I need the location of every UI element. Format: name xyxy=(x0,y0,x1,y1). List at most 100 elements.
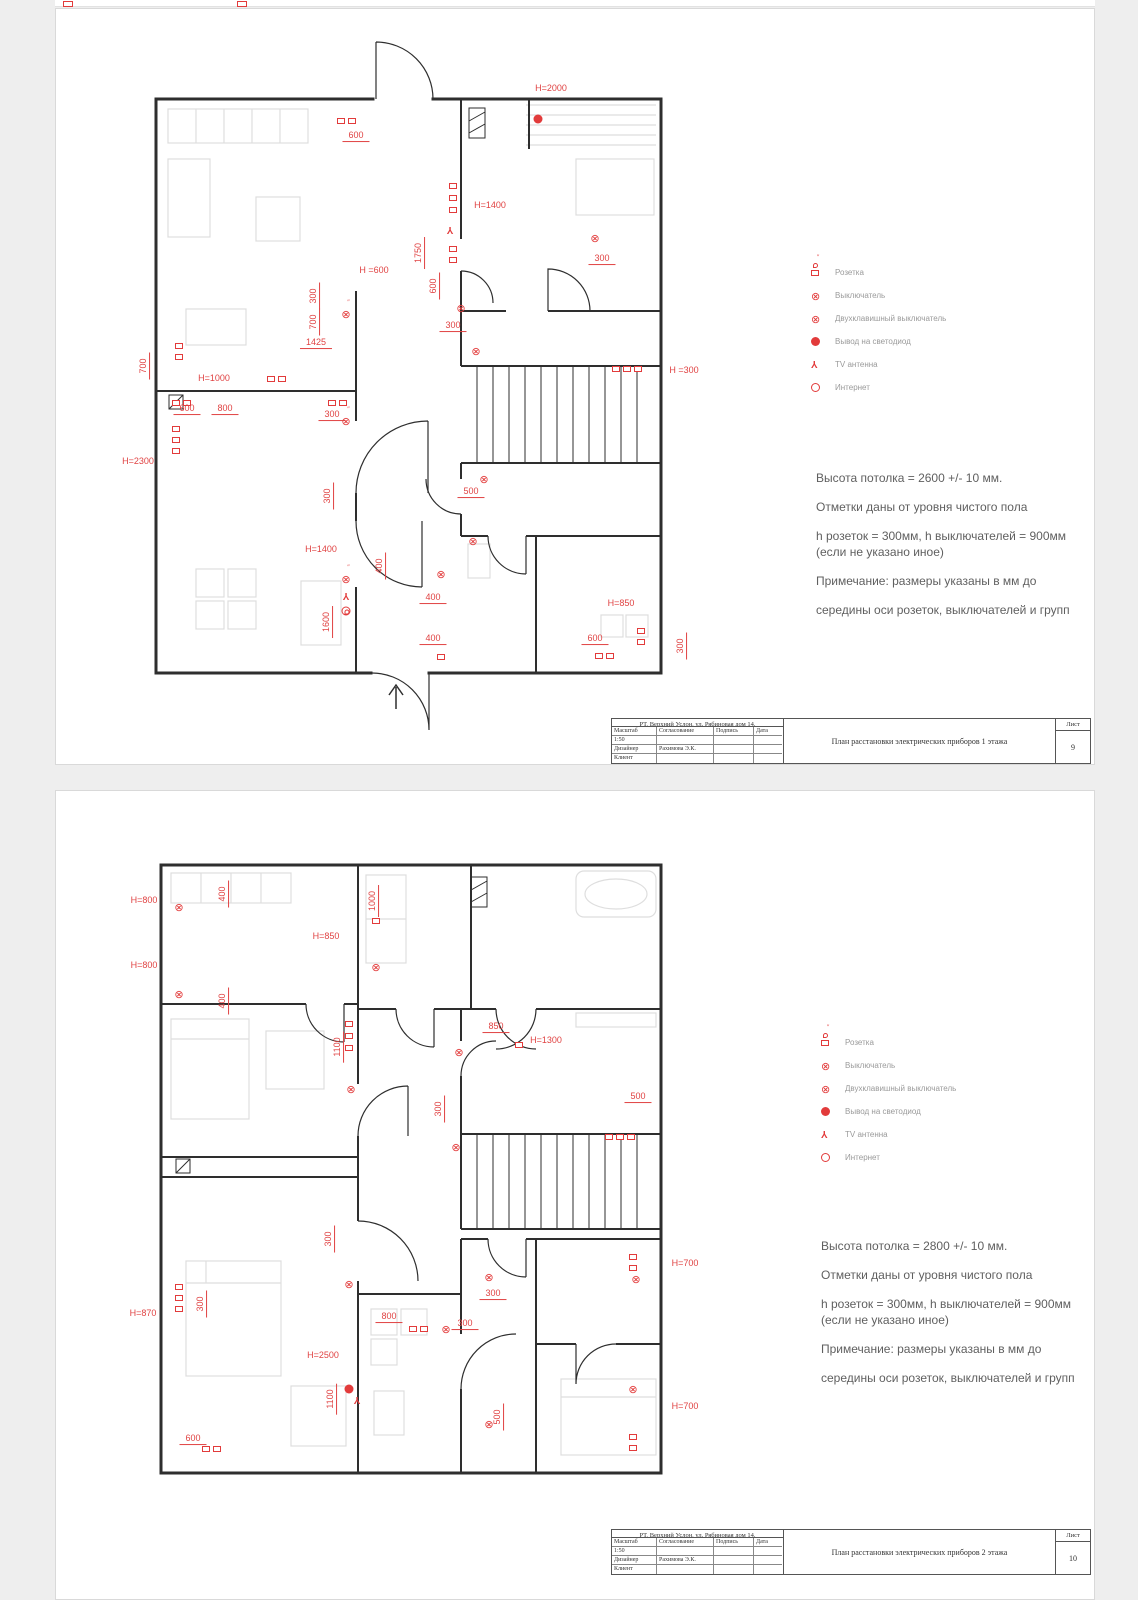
switch-symbol xyxy=(344,1276,353,1292)
date-label: Дата xyxy=(754,1538,782,1547)
dimension-label: 500 xyxy=(492,1409,503,1425)
empty-cell xyxy=(754,754,782,763)
designer-name: Рахимова Э.К. xyxy=(657,1556,714,1565)
legend-item: TV антенна xyxy=(821,1123,956,1146)
note-line: (если не указано иное) xyxy=(816,545,944,559)
dimension-label: 300 xyxy=(195,1296,206,1312)
tv-antenna-symbol xyxy=(343,589,350,605)
approval-label: Согласование xyxy=(657,727,714,736)
empty-cell xyxy=(657,1547,714,1556)
note-line: Отметки даны от уровня чистого пола xyxy=(821,1268,1033,1282)
legend-label: Выключатель xyxy=(845,1061,896,1070)
double-switch-symbol xyxy=(341,565,350,587)
outlet-symbol xyxy=(278,376,286,382)
tv-antenna-icon xyxy=(811,357,818,373)
dimension-label: 400 xyxy=(419,592,447,604)
outlet-symbol xyxy=(449,246,457,252)
dimension-label: H=2500 xyxy=(307,1350,339,1361)
legend-label: Розетка xyxy=(835,268,864,277)
dimension-label: H =600 xyxy=(359,265,389,276)
designer-label: Дизайнер xyxy=(612,1556,657,1565)
approval-label: Согласование xyxy=(657,1538,714,1547)
client-label: Клиент xyxy=(612,1565,657,1574)
outlet-symbol xyxy=(420,1326,428,1332)
dimension-label: H=850 xyxy=(312,931,340,942)
outlet-symbol xyxy=(449,195,457,201)
dimension-label: 700 xyxy=(138,358,149,374)
outlet-symbol xyxy=(637,639,645,645)
legend-item: Вывод на светодиод xyxy=(821,1100,956,1123)
dimension-label: 300 xyxy=(433,1101,444,1117)
empty-cell xyxy=(714,736,754,745)
outlet-symbol xyxy=(213,1446,221,1452)
dimension-label: 700 xyxy=(308,314,319,330)
legend-item: Двухклавишный выключатель xyxy=(821,1077,956,1100)
dimension-label: H=2000 xyxy=(535,83,567,94)
dimension-label: 400 xyxy=(217,993,228,1009)
dimension-label: H=800 xyxy=(130,895,158,906)
outlet-icon xyxy=(811,269,819,276)
outlet-symbol xyxy=(372,918,380,924)
internet-icon xyxy=(821,1153,830,1162)
scale-label: Масштаб xyxy=(612,727,657,736)
switch-symbol xyxy=(628,1381,637,1397)
double-switch-icon xyxy=(811,311,820,327)
empty-cell xyxy=(657,1565,714,1574)
dimension-label: 1750 xyxy=(413,242,424,264)
outlet-symbol xyxy=(175,1306,183,1312)
outlet-symbol xyxy=(345,1021,353,1027)
outlet-symbol xyxy=(627,1134,635,1140)
sheet-col-label: Лист xyxy=(1056,1530,1090,1542)
note-line: середины оси розеток, выключателей и гру… xyxy=(821,1371,1075,1385)
led-output-symbol xyxy=(344,1384,354,1394)
sheet-title: План расстановки электрических приборов … xyxy=(784,1530,1056,1574)
empty-cell xyxy=(754,736,782,745)
outlet-symbol xyxy=(606,653,614,659)
switch-symbol xyxy=(451,1139,460,1155)
legend-label: Выключатель xyxy=(835,291,886,300)
legend-item: TV антенна xyxy=(811,353,946,376)
dimension-label: H=1000 xyxy=(198,373,230,384)
dimension-label: 1425 xyxy=(299,337,333,349)
outlet-symbol xyxy=(629,1254,637,1260)
previous-page-edge xyxy=(55,0,1095,7)
legend-item: Выключатель xyxy=(821,1054,956,1077)
outlet-symbol xyxy=(515,1042,523,1048)
dimension-label: H=1400 xyxy=(305,544,337,555)
legend-label: TV антенна xyxy=(845,1130,888,1139)
note-line: Отметки даны от уровня чистого пола xyxy=(816,500,1028,514)
empty-cell xyxy=(657,754,714,763)
dimension-label: 1000 xyxy=(367,890,378,912)
sheet-title: План расстановки электрических приборов … xyxy=(784,719,1056,763)
scale-label: Масштаб xyxy=(612,1538,657,1547)
dimension-label: H=1400 xyxy=(474,200,506,211)
outlet-symbol xyxy=(202,1446,210,1452)
dimension-label: 300 xyxy=(318,409,346,421)
note-line: Высота потолка = 2800 +/- 10 мм. xyxy=(821,1239,1008,1253)
outlet-icon xyxy=(821,1039,829,1046)
outlet-symbol xyxy=(629,1434,637,1440)
dimension-label: 600 xyxy=(342,130,370,142)
title-block: РТ, Верхний Услон, ул. Рябиновая дом 14.… xyxy=(611,1529,1091,1575)
dimension-label: 800 xyxy=(375,1311,403,1323)
dimension-label: 600 xyxy=(428,278,439,294)
dimension-label: 500 xyxy=(624,1091,652,1103)
page-edge-artifact xyxy=(63,1,73,7)
legend-label: Вывод на светодиод xyxy=(835,337,911,346)
tv-antenna-icon xyxy=(821,1127,828,1143)
outlet-symbol xyxy=(612,366,620,372)
note-line: h розеток = 300мм, h выключателей = 900м… xyxy=(821,1297,1072,1311)
designer-name: Рахимова Э.К. xyxy=(657,745,714,754)
dimension-label: H=700 xyxy=(671,1401,699,1412)
dimension-label: H=1300 xyxy=(530,1035,562,1046)
dimension-label: H=850 xyxy=(607,598,635,609)
switch-symbol xyxy=(456,300,465,316)
dimension-label: 600 xyxy=(581,633,609,645)
outlet-symbol xyxy=(637,628,645,634)
outlet-symbol xyxy=(629,1445,637,1451)
empty-cell xyxy=(754,1556,782,1565)
sheet-col-label: Лист xyxy=(1056,719,1090,731)
switch-symbol xyxy=(346,1081,355,1097)
dimension-label: 400 xyxy=(419,633,447,645)
